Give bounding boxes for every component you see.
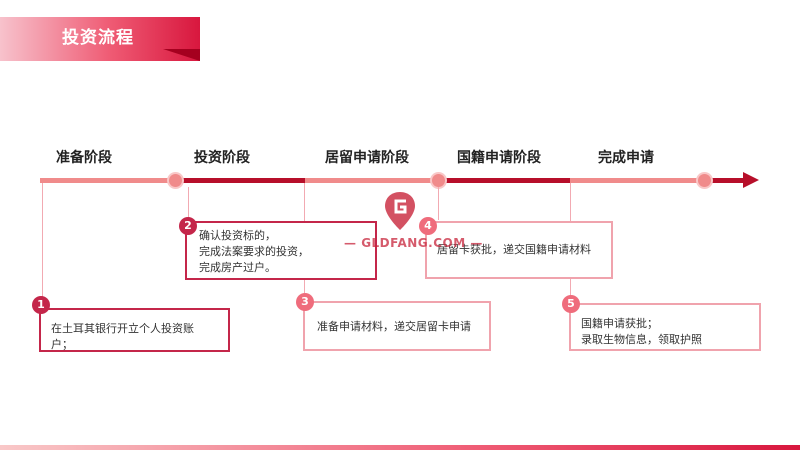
- connector-line-1: [42, 183, 43, 301]
- step-box-3: 准备申请材料，递交居留卡申请: [303, 301, 491, 351]
- timeline-segment-3: [305, 178, 438, 183]
- step-badge-2: 2: [179, 217, 197, 235]
- timeline-node-3: [698, 174, 711, 187]
- step-2-text: 确认投资标的， 完成法案要求的投资， 完成房产过户。: [199, 229, 309, 274]
- stage-label-prepare: 准备阶段: [56, 150, 112, 166]
- step-box-1: 在土耳其银行开立个人投资账 户；: [39, 308, 230, 352]
- gldfang-logo-svg: [385, 192, 415, 230]
- title-banner-notch: [163, 49, 200, 61]
- timeline-segment-5: [570, 178, 704, 183]
- timeline-segment-2: [175, 178, 305, 183]
- connector-line-4: [438, 187, 439, 220]
- stage-label-complete: 完成申请: [598, 150, 654, 166]
- step-4-text: 居留卡获批，递交国籍申请材料: [437, 243, 591, 256]
- step-box-4: 居留卡获批，递交国籍申请材料: [425, 221, 613, 279]
- page-title: 投资流程: [62, 28, 134, 48]
- step-badge-5: 5: [562, 295, 580, 313]
- step-badge-3: 3: [296, 293, 314, 311]
- step-1-text: 在土耳其银行开立个人投资账 户；: [51, 322, 194, 351]
- watermark-label: GLDFANG.COM: [361, 236, 466, 250]
- footer-line: [0, 445, 800, 450]
- watermark-text: — GLDFANG.COM —: [344, 236, 483, 250]
- stage-label-citizenship: 国籍申请阶段: [457, 150, 541, 166]
- connector-line-2: [188, 187, 189, 220]
- timeline-segment-4: [438, 178, 570, 183]
- step-5-text: 国籍申请获批； 录取生物信息，领取护照: [581, 317, 702, 346]
- step-3-text: 准备申请材料，递交居留卡申请: [317, 320, 471, 333]
- step-box-2: 确认投资标的， 完成法案要求的投资， 完成房产过户。: [185, 221, 377, 280]
- stage-label-residence: 居留申请阶段: [325, 150, 409, 166]
- stage-label-invest: 投资阶段: [194, 150, 250, 166]
- timeline-arrow-head: [743, 172, 759, 188]
- step-badge-1: 1: [32, 296, 50, 314]
- timeline-segment-1: [40, 178, 175, 183]
- gldfang-logo-icon: [383, 190, 417, 236]
- timeline-segment-6: [704, 178, 744, 183]
- timeline-node-2: [432, 174, 445, 187]
- step-badge-4: 4: [419, 217, 437, 235]
- step-box-5: 国籍申请获批； 录取生物信息，领取护照: [569, 303, 761, 351]
- timeline-node-1: [169, 174, 182, 187]
